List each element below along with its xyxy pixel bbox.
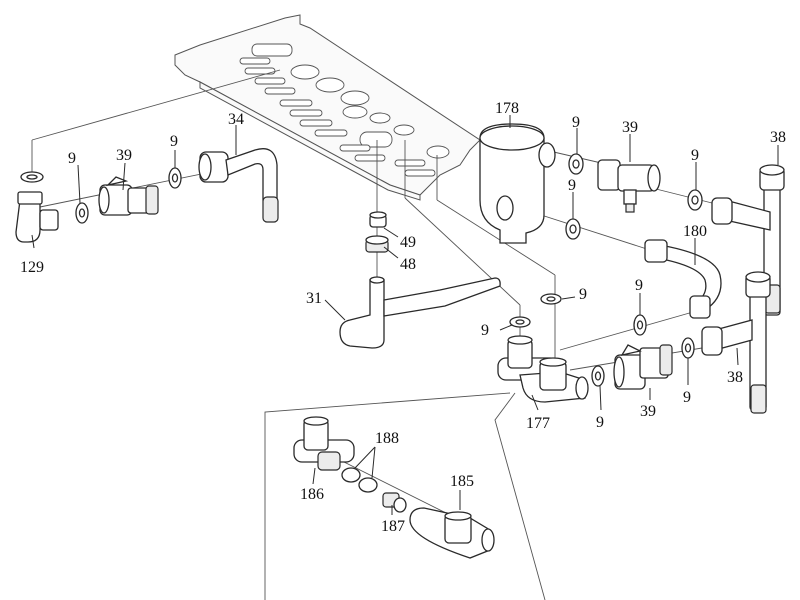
label-leaders <box>31 115 779 515</box>
washer-9-d <box>568 153 584 175</box>
part-49-cap <box>369 211 387 228</box>
label-31: 31 <box>306 290 322 307</box>
label-9: 9 <box>68 150 76 167</box>
washer-9-f <box>687 189 703 211</box>
washer-9-c <box>168 167 182 189</box>
label-177: 177 <box>526 415 550 432</box>
label-178: 178 <box>495 100 519 117</box>
mounting-plate <box>174 14 481 201</box>
part-185-elbow <box>409 507 495 559</box>
part-labels: 129 9 39 9 34 178 9 39 9 38 9 49 48 180 … <box>20 100 786 535</box>
label-129: 129 <box>20 259 44 276</box>
label-39: 39 <box>622 119 638 136</box>
label-48: 48 <box>400 256 416 273</box>
part-39-valve-lower <box>613 344 673 390</box>
label-185: 185 <box>450 473 474 490</box>
part-39-valve-left <box>98 176 159 216</box>
washer-9-h <box>509 316 531 328</box>
part-38-tee-top <box>711 164 785 316</box>
label-180: 180 <box>683 223 707 240</box>
washer-9-j <box>591 365 605 387</box>
label-39: 39 <box>640 403 656 420</box>
part-177-manifold <box>497 335 589 403</box>
label-39: 39 <box>116 147 132 164</box>
label-38: 38 <box>727 369 743 386</box>
label-34: 34 <box>228 111 244 128</box>
label-9: 9 <box>579 286 587 303</box>
washer-9-i <box>633 314 647 336</box>
part-48-nut <box>365 235 389 253</box>
part-39-valve-right-top <box>597 159 661 213</box>
part-31-drain-pipe <box>339 276 501 349</box>
label-186: 186 <box>300 486 324 503</box>
label-49: 49 <box>400 234 416 251</box>
part-34-bent-pipe <box>198 148 279 223</box>
washer-9-a <box>20 171 44 183</box>
label-9: 9 <box>572 114 580 131</box>
label-9: 9 <box>691 147 699 164</box>
part-180-hose <box>644 239 722 319</box>
label-9: 9 <box>568 177 576 194</box>
label-9: 9 <box>596 414 604 431</box>
label-187: 187 <box>381 518 405 535</box>
washer-9-g <box>540 293 562 305</box>
washer-9-e <box>565 218 581 240</box>
washer-9-b <box>75 202 89 224</box>
washer-9-k <box>681 337 695 359</box>
part-129-elbow <box>15 191 59 243</box>
label-9: 9 <box>170 133 178 150</box>
part-186-tee <box>293 416 355 471</box>
label-38: 38 <box>770 129 786 146</box>
part-187-insert <box>382 492 407 513</box>
label-188: 188 <box>375 430 399 447</box>
part-178-filter <box>479 123 556 244</box>
label-9: 9 <box>481 322 489 339</box>
part-188-o-rings <box>341 467 378 493</box>
label-9: 9 <box>683 389 691 406</box>
label-9: 9 <box>635 277 643 294</box>
part-38-tee-lower <box>701 271 771 414</box>
